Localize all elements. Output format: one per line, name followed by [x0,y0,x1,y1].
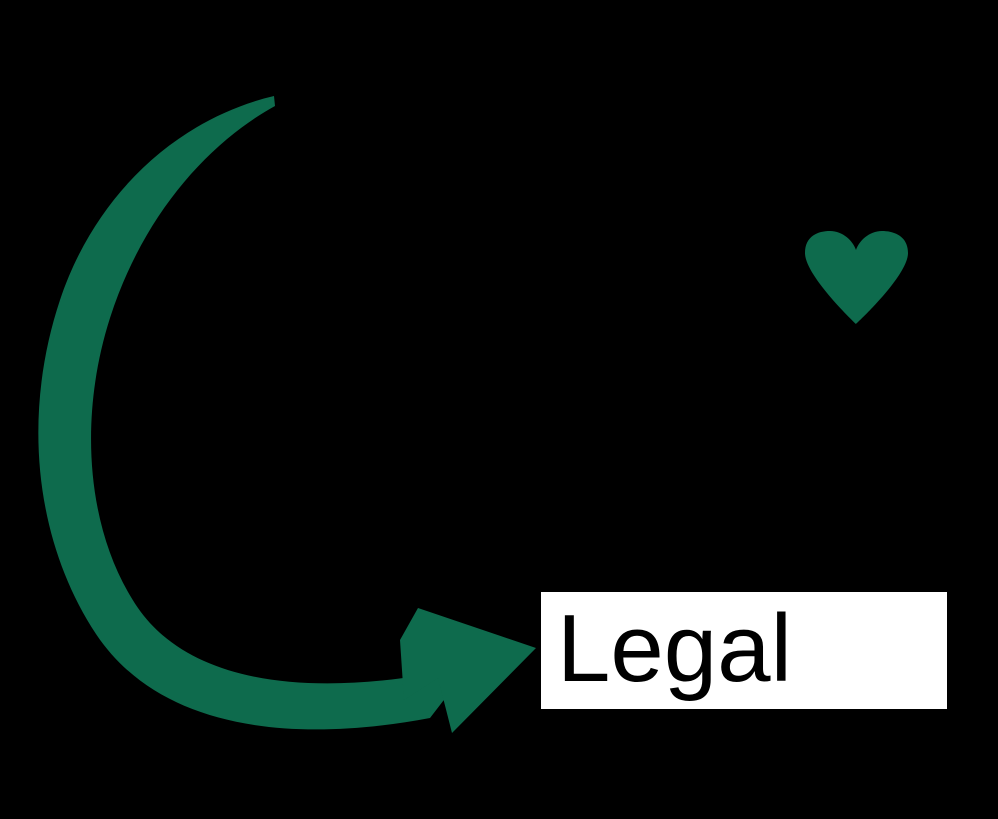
heart-icon [805,231,908,324]
curved-arrow-head [400,608,536,733]
legal-label-box[interactable]: Legal [541,592,947,709]
legal-label-text: Legal [557,594,792,702]
